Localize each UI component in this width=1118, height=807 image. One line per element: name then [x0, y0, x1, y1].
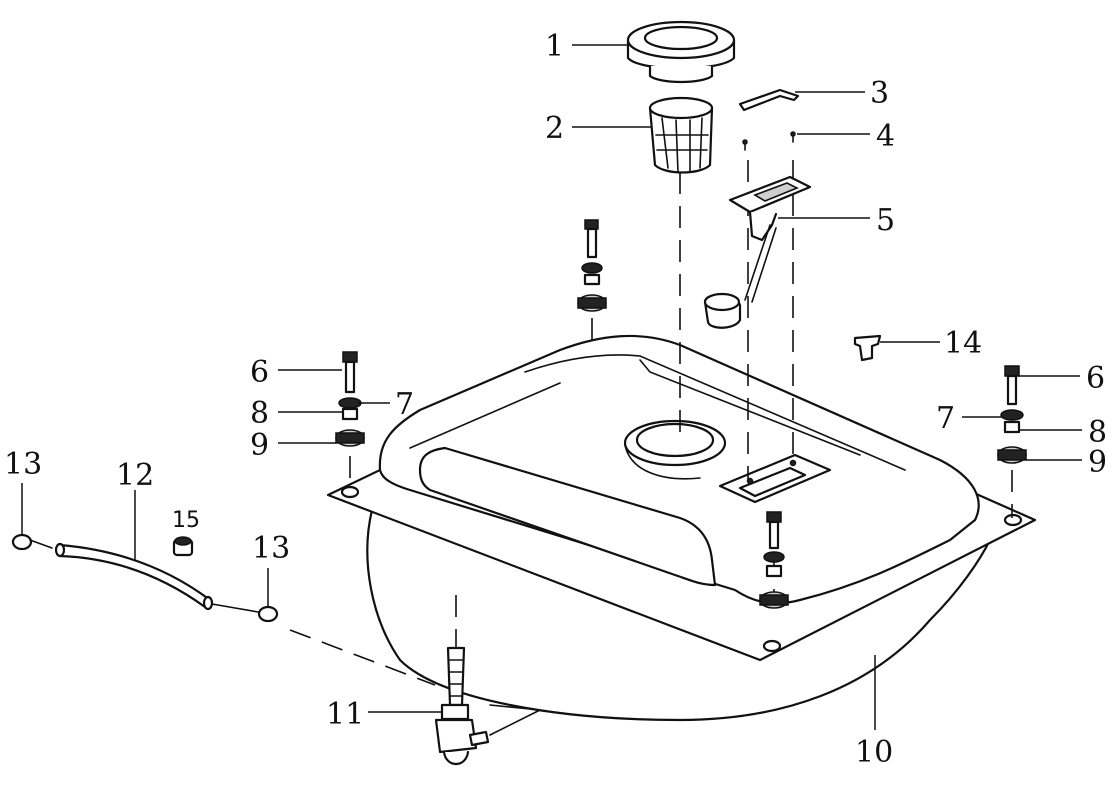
bolt-set-left	[335, 351, 365, 447]
callout-3: 3	[870, 76, 889, 111]
bolt-set-right	[997, 365, 1027, 464]
callout-13-left: 13	[4, 447, 42, 482]
fuel-hose	[54, 542, 214, 611]
callout-6-right: 6	[1086, 361, 1105, 396]
callout-7-left: 7	[395, 387, 414, 422]
callout-8-left: 8	[250, 396, 269, 431]
cap-plug	[853, 334, 882, 362]
bolt-set-front	[759, 511, 789, 609]
flange-hole	[1003, 513, 1023, 527]
gauge-screws	[742, 131, 796, 151]
callout-1: 1	[545, 29, 564, 64]
bolt-set-top	[577, 219, 607, 312]
callout-8-right: 8	[1088, 415, 1107, 450]
fuel-tank	[326, 334, 1037, 722]
callout-14: 14	[944, 326, 982, 361]
callout-13-right: 13	[252, 531, 290, 566]
callout-5: 5	[876, 203, 895, 238]
callout-9-left: 9	[250, 428, 269, 463]
fuel-strainer	[648, 96, 714, 174]
flange-hole	[762, 639, 782, 653]
callout-2: 2	[545, 111, 564, 146]
leader-lines	[21, 44, 1082, 730]
fuel-valve	[434, 646, 541, 766]
callout-12: 12	[116, 458, 154, 493]
callout-9-right: 9	[1088, 445, 1107, 480]
fuel-cap	[626, 20, 736, 84]
callout-11: 11	[326, 697, 364, 732]
fuel-gauge	[703, 175, 812, 329]
gauge-clip	[738, 88, 800, 112]
hex-nut	[172, 536, 194, 557]
hose-clamp-left	[11, 533, 53, 551]
callout-4: 4	[876, 119, 895, 154]
callout-15: 15	[172, 508, 200, 533]
tank-recess	[418, 446, 717, 587]
tank-top	[378, 334, 980, 605]
callout-10: 10	[855, 735, 893, 770]
callout-6-left: 6	[250, 355, 269, 390]
callout-7-right: 7	[936, 401, 955, 436]
flange-hole	[340, 485, 360, 499]
callout-numbers: 1 2 3 4 5 6 7 8 9 6 7 8 9 10 11 12 13 13…	[4, 29, 1107, 770]
